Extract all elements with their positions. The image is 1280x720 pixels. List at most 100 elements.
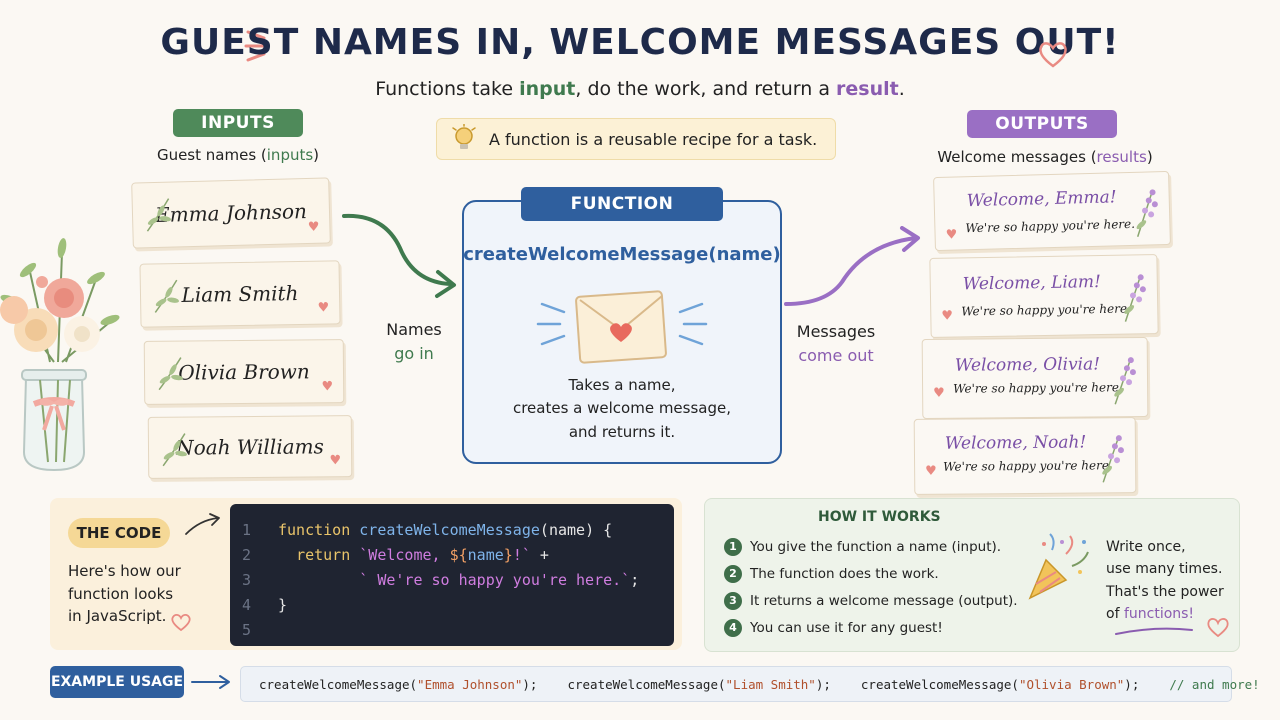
heart-icon: ♥: [945, 227, 958, 243]
step-number: 3: [724, 591, 742, 610]
code-line: 3 ` We're so happy you're here.`;: [242, 568, 674, 593]
subtitle: Functions take input, do the work, and r…: [0, 78, 1280, 100]
code-punct: }: [278, 596, 288, 614]
message-subtitle: We're so happy you're here.: [961, 301, 1131, 319]
step-text: You can use it for any guest!: [750, 619, 943, 636]
heart-icon: ♥: [307, 219, 320, 235]
call-end: );: [1124, 676, 1140, 692]
flow-text: Names: [386, 320, 442, 339]
arrow-out-icon: [784, 226, 920, 306]
heart-icon: ♥: [925, 463, 937, 479]
message-title: Welcome, Liam!: [962, 272, 1102, 295]
caption-text: ): [1146, 148, 1153, 166]
envelope-heart-icon: [536, 290, 708, 364]
code-punct: ;: [630, 571, 640, 589]
guest-name-card: Liam Smith ♥: [139, 260, 341, 328]
step-number: 2: [724, 564, 742, 583]
line-number: 1: [242, 521, 252, 539]
code-punct: ) {: [585, 521, 613, 539]
page-title: GUEST NAMES IN, WELCOME MESSAGES OUT!: [160, 22, 1120, 63]
code-string: !`: [512, 546, 531, 564]
sparkle-lines-icon: [244, 30, 268, 62]
code-variable: name: [467, 546, 504, 564]
guest-name: Emma Johnson: [154, 199, 308, 227]
step-text: The function does the work.: [750, 565, 939, 582]
caption-key: results: [1096, 148, 1147, 166]
outputs-label: OUTPUTS: [967, 110, 1117, 138]
leaf-sprig-icon: [158, 357, 183, 391]
code-param: name: [548, 521, 586, 539]
guest-name-card: Emma Johnson ♥: [131, 177, 331, 249]
message-subtitle: We're so happy you're here.: [953, 380, 1123, 396]
desc-line: Takes a name,: [568, 376, 676, 394]
function-signature: createWelcomeMessage(name): [463, 244, 781, 265]
code-line: 5: [242, 618, 674, 643]
desc-line: Here's how our: [68, 562, 181, 580]
messages-come-out-label: Messages come out: [792, 320, 880, 368]
guest-name: Olivia Brown: [178, 359, 310, 385]
heart-icon: [1207, 618, 1229, 638]
guest-name-card: Olivia Brown ♥: [143, 339, 345, 405]
note-line: That's the power: [1106, 583, 1224, 600]
line-number: 4: [242, 596, 252, 614]
line-number: 3: [242, 571, 252, 589]
call-fn: createWelcomeMessage(: [860, 676, 1019, 692]
tip-banner: A function is a reusable recipe for a ta…: [436, 118, 836, 160]
step-number: 1: [724, 537, 742, 556]
subtitle-input-word: input: [519, 78, 576, 100]
flow-text: Messages: [796, 322, 876, 341]
caption-text: Welcome messages (: [937, 148, 1097, 166]
step-number: 4: [724, 618, 742, 637]
heart-icon: ♥: [941, 308, 954, 324]
code-function-name: createWelcomeMessage: [359, 521, 540, 539]
how-it-works-title: HOW IT WORKS: [818, 509, 941, 525]
leaf-sprig-icon: [154, 279, 180, 313]
example-call: createWelcomeMessage("Liam Smith");: [567, 677, 830, 692]
note-line: Write once,: [1106, 539, 1186, 555]
code-description: Here's how our function looks in JavaScr…: [68, 560, 218, 628]
heart-icon: [171, 613, 191, 632]
caption-text: Guest names (: [156, 146, 267, 164]
code-punct: (: [539, 521, 549, 539]
leaf-sprig-icon: [162, 433, 187, 467]
pointer-arrow-icon: [185, 513, 220, 535]
lavender-sprig-icon: [1124, 274, 1146, 322]
party-popper-icon: [1028, 533, 1089, 600]
caption-key: inputs: [266, 146, 314, 164]
step-item: 3 It returns a welcome message (output).: [724, 587, 1018, 614]
inputs-caption: Guest names (inputs): [138, 146, 338, 164]
subtitle-text: .: [898, 78, 905, 100]
code-string: ` We're so happy you're here.`: [359, 571, 631, 589]
write-once-note: Write once, use many times. That's the p…: [1106, 536, 1236, 626]
desc-line: and returns it.: [568, 422, 676, 441]
flow-text-accent: come out: [798, 346, 874, 365]
example-comment: // and more!: [1169, 676, 1260, 692]
line-number: 5: [242, 621, 252, 639]
lavender-sprig-icon: [1114, 357, 1136, 405]
code-interp: }: [503, 546, 513, 564]
arrow-in-icon: [342, 213, 456, 298]
inputs-label: INPUTS: [173, 109, 303, 137]
message-subtitle: We're so happy you're here.: [943, 458, 1113, 474]
code-line: 2 return `Welcome, ${name}!` +: [242, 543, 674, 568]
code-keyword: return: [296, 546, 351, 564]
step-text: It returns a welcome message (output).: [750, 592, 1018, 609]
call-end: );: [815, 676, 831, 692]
lavender-sprig-icon: [1136, 189, 1158, 237]
subtitle-text: , do the work, and return a: [575, 78, 837, 100]
flow-text-accent: go in: [394, 344, 434, 363]
subtitle-text: Functions take: [375, 78, 520, 100]
message-title: Welcome, Noah!: [944, 432, 1087, 454]
note-text: of: [1106, 606, 1124, 623]
message-title: Welcome, Emma!: [966, 187, 1117, 212]
example-usage-label: EXAMPLE USAGE: [50, 666, 184, 698]
call-arg: "Liam Smith": [725, 676, 816, 692]
lavender-sprig-icon: [1102, 435, 1124, 483]
heart-icon: ♥: [321, 379, 334, 395]
step-item: 4 You can use it for any guest!: [724, 614, 1018, 641]
heart-icon: ♥: [933, 385, 945, 401]
guest-name: Liam Smith: [181, 280, 299, 308]
caption-text: ): [313, 146, 320, 164]
